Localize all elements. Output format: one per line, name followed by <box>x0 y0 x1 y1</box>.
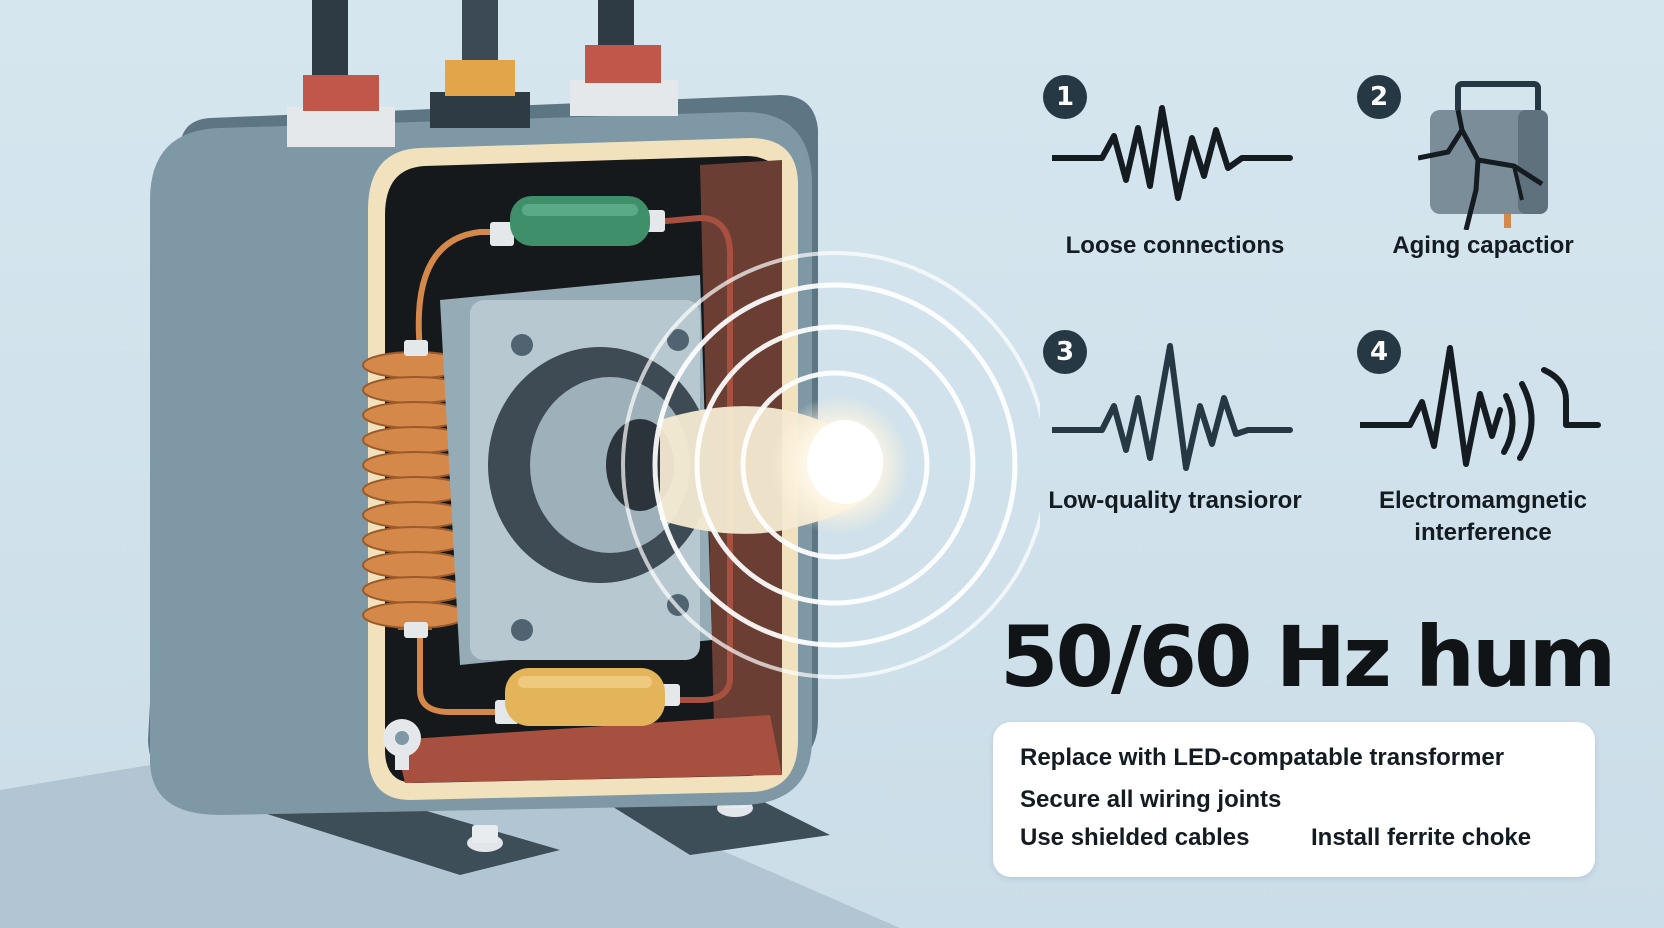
cause-card-4: 4 Electromamgnetic interference <box>1318 325 1648 555</box>
plate-screw-icon <box>511 619 533 641</box>
wire <box>415 229 500 351</box>
copper-coil <box>362 351 468 629</box>
cable-middle <box>462 0 498 70</box>
cable-left <box>312 0 348 80</box>
cause-card-1: 1 Loose connections <box>1010 70 1340 270</box>
coil-terminal <box>404 622 428 638</box>
fix-item-1: Replace with LED-compatable transformer <box>1020 744 1505 771</box>
cause-card-2: 2 Aging capactior <box>1318 70 1648 270</box>
cracked-capacitor-icon <box>1418 81 1548 230</box>
badge-2: 2 <box>1357 75 1401 119</box>
green-capacitor <box>510 196 650 246</box>
transformer-illustration <box>0 0 1040 928</box>
coil-terminal <box>404 340 428 356</box>
ground-lug-hole <box>395 731 409 745</box>
terminal-cap-middle <box>445 60 515 96</box>
cause-label-4-line1: Electromamgnetic <box>1378 487 1588 514</box>
badge-4: 4 <box>1357 330 1401 374</box>
fix-item-4: Install ferrite choke <box>1311 824 1532 851</box>
interference-wave-icon <box>1360 345 1601 467</box>
yellow-capacitor-highlight <box>518 676 652 688</box>
wire <box>654 214 734 703</box>
terminal-cap-left <box>303 75 379 111</box>
cause-label-4-line2: interference <box>1414 519 1552 546</box>
plate-screw-icon <box>511 334 533 356</box>
headline: 50/60 Hz hum <box>1000 608 1616 706</box>
cause-label-3: Low-quality transioror <box>1048 487 1302 514</box>
sound-waves-icon <box>621 251 1040 679</box>
cause-card-3: 3 Low-quality transioror <box>1010 325 1340 525</box>
cause-label-2: Aging capactior <box>1392 232 1574 259</box>
terminal-base-middle <box>430 92 530 128</box>
badge-3: 3 <box>1043 330 1087 374</box>
terminal-base-left <box>287 107 395 147</box>
foot-bolt-icon <box>472 825 498 843</box>
fix-item-2: Secure all wiring joints <box>1020 786 1282 813</box>
ground-lug-icon <box>395 752 409 770</box>
plate-screw-icon <box>667 329 689 351</box>
wire <box>417 625 510 715</box>
sound-emitter-core <box>807 420 883 504</box>
green-capacitor-highlight <box>522 204 638 216</box>
terminal-cap-right <box>585 45 661 83</box>
wire-lead <box>645 210 665 232</box>
wire-lead <box>490 222 514 246</box>
noise-wave-icon <box>1052 105 1293 201</box>
badge-1: 1 <box>1043 75 1087 119</box>
terminal-base-right <box>570 80 678 116</box>
fix-item-3: Use shielded cables <box>1020 824 1250 851</box>
fixes-panel: Replace with LED-compatable transformer … <box>993 722 1595 877</box>
spike-wave-icon <box>1052 343 1293 471</box>
interior-floor <box>395 715 782 783</box>
cause-label-1: Loose connections <box>1065 232 1285 259</box>
